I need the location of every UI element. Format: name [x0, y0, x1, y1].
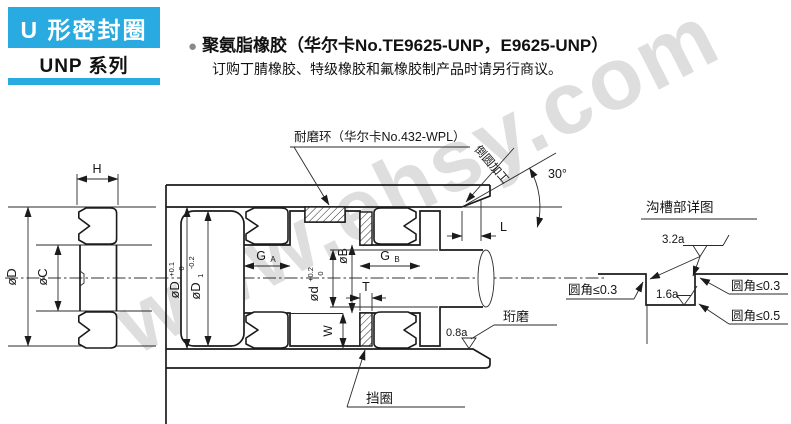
groove-profile: [598, 273, 788, 306]
order-note: 订购丁腈橡胶、特级橡胶和氟橡胶制产品时请另行商议。: [212, 61, 562, 77]
dim-oD1-tol: -0.2: [187, 256, 196, 269]
u-seal-bottom-right: [373, 311, 417, 349]
dim-oD-sup: +0.1: [167, 262, 176, 277]
wear-ring-label: 耐磨环（华尔卡No.432-WPL）: [294, 129, 466, 144]
fillet-right-top: 圆角≤0.3: [699, 277, 788, 295]
seal-profile-top: [78, 207, 118, 245]
angle-30-label: 30°: [548, 167, 567, 181]
dim-oD-sub: 0: [177, 266, 186, 270]
seal-profile-bottom: [78, 311, 118, 349]
fillet-right-bottom: 圆角≤0.5: [698, 303, 788, 325]
rod-break: [477, 249, 495, 308]
dim-oD-base: øD: [167, 281, 182, 298]
svg-text:ød +0.2 0: ød +0.2 0: [300, 263, 325, 302]
dim-w-label: W: [321, 325, 335, 337]
dim-oC: øC: [35, 244, 62, 312]
fillet-left-label: 圆角≤0.3: [568, 283, 617, 297]
svg-text:G B: G B: [380, 247, 400, 264]
backup-ring-label: 挡圈: [366, 391, 393, 406]
dim-l-label: L: [500, 220, 507, 234]
main-dimensions: øD +0.1 0 øD 1 -0.2 G A: [161, 206, 438, 350]
material-line: ●聚氨脂橡胶（华尔卡No.TE9625-UNP，E9625-UNP）: [188, 31, 608, 56]
roughness-3-2a-label: 3.2a: [662, 234, 685, 246]
fillet-right-bottom-label: 圆角≤0.5: [731, 309, 780, 323]
fillet-right-top-label: 圆角≤0.3: [731, 279, 780, 293]
dim-H: H: [76, 162, 119, 205]
dim-oc-label: øC: [35, 268, 50, 285]
dim-GB-sub: B: [394, 255, 399, 264]
backup-ring-callout: 挡圈: [346, 349, 465, 408]
honing-label: 珩磨: [503, 309, 529, 324]
groove-detail-title: 沟槽部详图: [646, 200, 714, 215]
dim-oD-left: øD: [4, 206, 32, 347]
roughness-0-8a-label: 0.8a: [446, 327, 468, 339]
backup-ring-top: [359, 211, 373, 246]
dim-GB-base: G: [380, 249, 390, 263]
dim-oB: øB: [336, 244, 356, 314]
backup-rings: [359, 211, 373, 347]
dim-oD1-index: 1: [196, 274, 205, 278]
roughness-3-2a: 3.2a: [649, 234, 730, 280]
material-text: 聚氨脂橡胶（华尔卡No.TE9625-UNP，E9625-UNP）: [202, 36, 609, 55]
dim-od-sup: +0.2: [306, 267, 315, 282]
accent-bar: [8, 78, 160, 85]
dim-GA-base: G: [256, 249, 266, 263]
dim-GA: G A: [243, 247, 291, 270]
dim-h-label: H: [92, 162, 101, 176]
dim-oD: øD +0.1 0: [161, 206, 191, 350]
dim-GA-sub: A: [270, 255, 276, 264]
fillet-left: 圆角≤0.3: [566, 281, 644, 300]
u-seal-bottom-left: [245, 311, 289, 349]
dim-od-base: ød: [306, 286, 321, 301]
svg-text:G A: G A: [256, 247, 276, 264]
series-label: UNP 系列: [39, 56, 129, 77]
dim-oD1: øD 1 -0.2: [187, 210, 212, 347]
honing-callout: 0.8a 珩磨: [446, 309, 557, 350]
page-title: U 形密封圈: [8, 7, 160, 48]
svg-text:øD +0.1 0: øD +0.1 0: [161, 257, 186, 298]
dim-oD1-base: øD: [188, 282, 203, 299]
dim-od: ød +0.2 0: [300, 249, 438, 308]
seal-section-view: H øD øC: [4, 162, 156, 349]
wear-ring-callout: 耐磨环（华尔卡No.432-WPL）: [290, 129, 470, 206]
dim-od-sub: 0: [316, 271, 325, 275]
svg-text:øD 1 -0.2: øD 1 -0.2: [187, 256, 207, 299]
dim-GB: G B: [359, 247, 421, 270]
groove-detail-view: 沟槽部详图 3.2a 1.6a 圆角≤0.3: [566, 200, 788, 344]
dim-od-left-label: øD: [4, 268, 19, 285]
bullet-icon: ●: [188, 38, 198, 55]
seal-bore-edges: [79, 245, 118, 311]
roughness-1-6a: 1.6a: [656, 285, 698, 306]
dim-W: W: [290, 313, 347, 349]
wear-ring: [304, 206, 346, 223]
dim-t-label: T: [362, 280, 370, 294]
roughness-1-6a-label: 1.6a: [656, 289, 679, 301]
backup-ring-bottom: [359, 312, 373, 347]
bearing-bush: [180, 210, 245, 347]
dim-T: T: [346, 280, 386, 311]
dim-oB-label: øB: [336, 248, 350, 264]
